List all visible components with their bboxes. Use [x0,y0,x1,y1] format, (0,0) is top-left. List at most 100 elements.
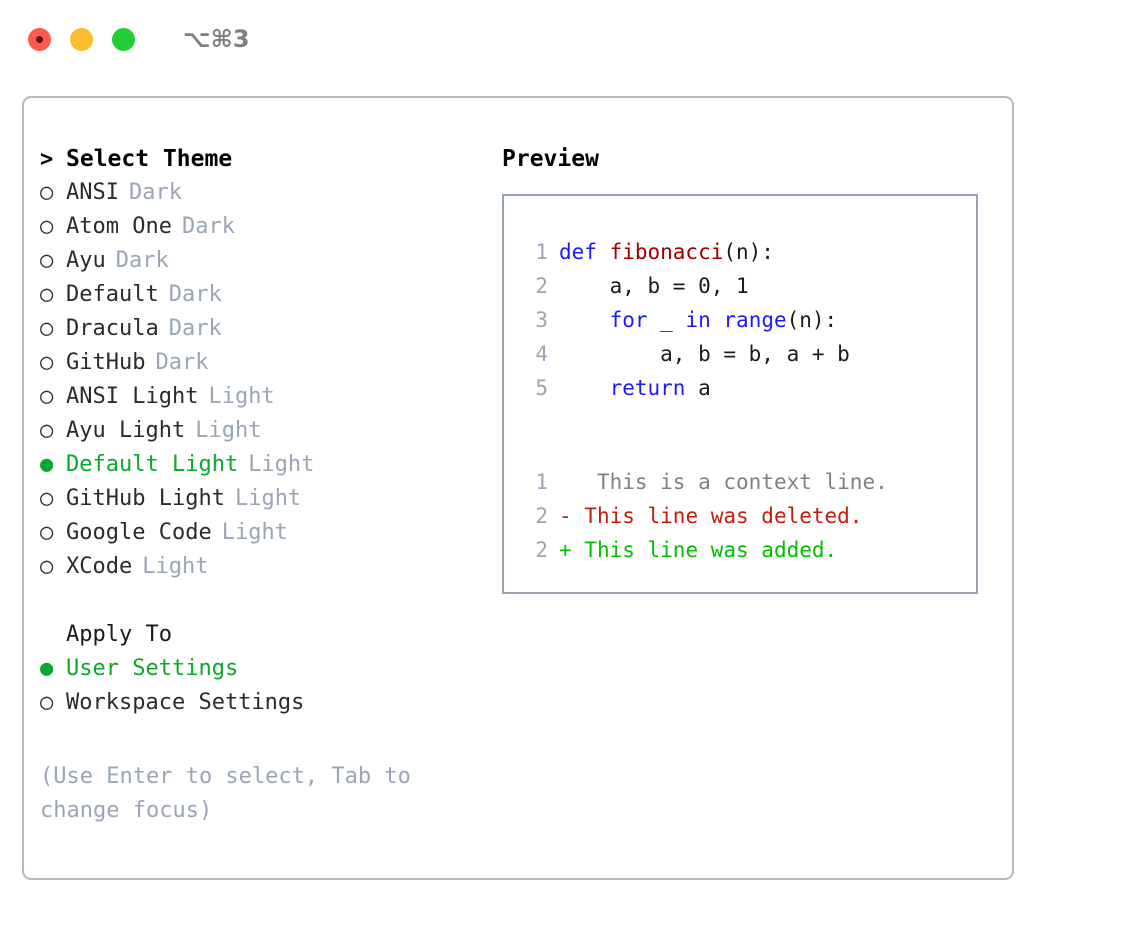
prompt-marker-icon: > [40,147,54,172]
theme-option-atom-one-dark[interactable]: ○ Atom One Dark [40,214,470,248]
diff-line-context: 1 This is a context line. [504,470,976,504]
minimize-button-icon[interactable] [70,27,93,51]
theme-tag: Light [248,452,315,477]
diff-sign: - [559,504,572,528]
code-line: 4 a, b = b, a + b [504,342,976,376]
code-token-plain [711,308,724,332]
theme-label: XCode [66,554,133,579]
code-token-keyword: for [609,308,648,332]
theme-label: Dracula [66,316,159,341]
radio-selected-icon[interactable]: ● [40,452,54,477]
radio-unselected-icon[interactable]: ○ [40,350,54,375]
line-number: 2 [535,274,548,298]
code-token-keyword: return [609,376,686,400]
theme-label: GitHub Light [66,486,225,511]
close-button-icon[interactable] [28,27,51,51]
theme-tag: Dark [181,214,235,239]
theme-label: GitHub [66,350,146,375]
theme-tag: Dark [128,180,182,205]
radio-unselected-icon[interactable]: ○ [40,384,54,409]
theme-label: Default Light [66,452,239,477]
line-number: 4 [535,342,548,366]
code-token-plain: (n): [723,240,774,264]
line-number: 2 [535,538,548,562]
line-number: 5 [535,376,548,400]
radio-unselected-icon[interactable]: ○ [40,418,54,443]
code-token-plain [559,308,610,332]
theme-option-default-light[interactable]: ● Default Light Light [40,452,470,486]
diff-line-deleted: 2- This line was deleted. [504,504,976,538]
radio-unselected-icon[interactable]: ○ [40,248,54,273]
theme-label: Atom One [66,214,172,239]
theme-option-default-dark[interactable]: ○ Default Dark [40,282,470,316]
line-number: 3 [535,308,548,332]
theme-tag: Dark [168,282,222,307]
traffic-light-controls [28,27,135,51]
code-token-plain [559,376,610,400]
select-theme-heading: > Select Theme [40,146,470,180]
window-titlebar: ⌥⌘3 [0,0,1140,78]
diff-text: This line was added. [571,538,838,562]
radio-unselected-icon[interactable]: ○ [40,214,54,239]
apply-to-option-user-settings[interactable]: ●User Settings [40,656,470,690]
maximize-button-icon[interactable] [112,27,135,51]
theme-option-xcode-light[interactable]: ○ XCode Light [40,554,470,588]
code-blank-line [504,440,976,470]
code-line: 5 return a [504,376,976,410]
theme-tag: Light [195,418,262,443]
no-marker-icon: ○ [40,622,66,647]
diff-text: This is a context line. [571,470,888,494]
theme-tag: Light [221,520,288,545]
theme-label: Ayu [66,248,106,273]
list-spacer [40,588,470,622]
code-token-plain: _ [647,308,686,332]
code-token-plain: a, b = b, a + b [559,342,850,366]
apply-to-heading: ○Apply To [40,622,470,656]
radio-unselected-icon[interactable]: ○ [40,316,54,341]
radio-unselected-icon[interactable]: ○ [40,180,54,205]
code-token-keyword: def [559,240,610,264]
apply-to-option-workspace-settings[interactable]: ○ Workspace Settings [40,690,470,724]
theme-tag: Light [142,554,209,579]
select-theme-title: Select Theme [66,146,233,172]
radio-unselected-icon[interactable]: ○ [40,486,54,511]
line-number: 2 [535,504,548,528]
line-number: 1 [535,470,548,494]
radio-unselected-icon[interactable]: ○ [40,690,54,715]
theme-option-github-light[interactable]: ○ GitHub Light Light [40,486,470,520]
apply-to-title: Apply To [66,622,172,647]
code-token-plain: a, b = 0, 1 [559,274,749,298]
theme-option-ayu-light[interactable]: ○ Ayu Light Light [40,418,470,452]
theme-label: Ayu Light [66,418,186,443]
radio-unselected-icon[interactable]: ○ [40,282,54,307]
keyboard-shortcut-label: ⌥⌘3 [183,25,250,53]
radio-selected-icon[interactable]: ● [40,656,54,681]
code-token-plain: (n): [786,308,838,332]
code-blank-line [504,410,976,440]
theme-tag: Dark [168,316,222,341]
diff-sign [559,470,572,494]
diff-sign: + [559,538,572,562]
radio-unselected-icon[interactable]: ○ [40,520,54,545]
code-token-keyword: in [685,308,711,332]
theme-tag: Light [234,486,302,511]
apply-to-label: Workspace Settings [66,690,305,715]
code-token-plain: a [685,376,711,400]
keyboard-hint-text: (Use Enter to select, Tab to change focu… [40,764,411,823]
theme-label: Default [66,282,159,307]
diff-text: This line was deleted. [571,504,863,528]
preview-title: Preview [502,146,599,172]
theme-option-dracula-dark[interactable]: ○ Dracula Dark [40,316,470,350]
code-line: 3 for _ in range(n): [504,308,976,342]
radio-unselected-icon[interactable]: ○ [40,554,54,579]
